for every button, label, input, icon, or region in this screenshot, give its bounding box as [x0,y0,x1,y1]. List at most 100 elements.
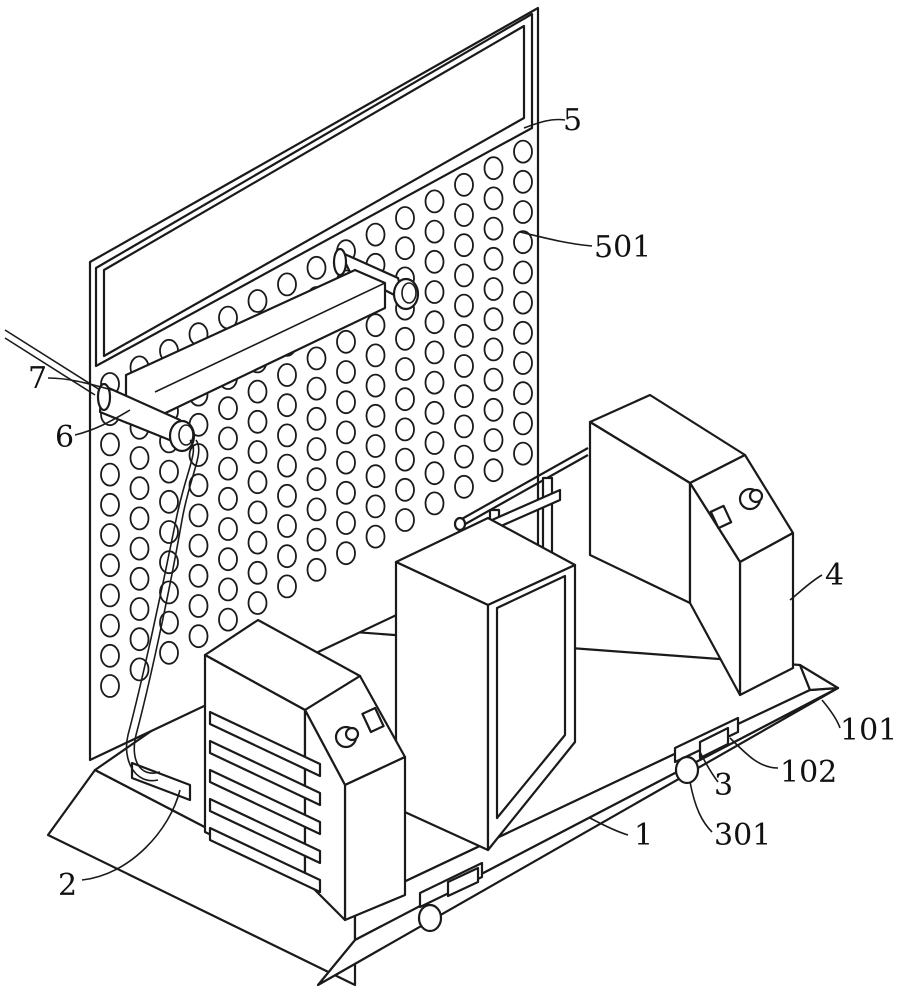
machine-right-side [688,481,742,697]
perforation-hole [247,500,268,525]
perforation-hole [129,627,150,652]
perforation-hole [336,329,356,354]
perforation-hole [336,511,356,535]
perforation-hole [218,486,238,511]
perforation-hole [100,553,120,578]
handle-bar-edge [459,447,589,521]
perforation-hole [513,139,533,164]
label-6: 6 [55,420,74,455]
machine-left [203,618,407,922]
perforation-hole [247,591,268,615]
perforation-hole [395,206,415,230]
perforation-hole [365,343,386,368]
perforation-hole [188,503,209,528]
leader-301 [689,781,713,833]
leader-1 [589,817,629,836]
perforation-hole [483,428,504,452]
perforation-hole [247,409,268,434]
perforation-hole [424,219,445,244]
machine-right-front [738,531,795,697]
lower-collar-inner [178,424,194,446]
vent-slat [208,768,322,836]
leader-lines [47,118,841,881]
perforation-hole [100,432,120,457]
crossbeam-edge [154,282,386,393]
handle-end-cap [453,516,467,532]
perforation-hole [188,563,209,588]
label-5: 5 [563,103,582,138]
knob-left-cap [344,726,360,742]
perforation-hole [395,357,415,381]
vent-slat [208,739,322,807]
perforation-hole [277,423,297,448]
leader-4 [789,574,823,601]
switch-right [709,504,733,530]
label-102: 102 [780,755,837,790]
perforation-hole [336,450,356,475]
handle-bar [459,454,589,528]
perforation-hole [395,477,415,502]
perforation-hole [277,544,297,569]
perforation-hole [424,431,445,455]
perforation-hole [188,594,209,618]
perforation-hole [218,607,238,632]
perforation-hole [159,459,179,484]
machine-right [588,393,795,697]
perforation-hole [277,272,297,297]
perforation-hole [159,640,179,665]
perforation-hole [483,397,504,422]
vent-slat [208,710,322,778]
perforation-hole [483,367,504,392]
perforation-hole [483,246,504,271]
label-1: 1 [634,818,653,853]
perforation-hole [424,400,445,425]
perforation-hole [277,393,297,418]
perforation-hole [129,536,150,561]
upper-collar-inner [401,282,417,304]
perforation-hole [454,323,474,348]
perforation-hole [306,527,327,552]
perforation-hole [513,381,533,406]
perforation-hole [454,384,474,409]
pull-cord-edge [4,337,96,396]
post-back [541,476,554,558]
vent-slat [208,826,322,894]
perforation-hole [483,186,504,211]
perforation-hole [395,417,415,442]
perforation-hole [424,461,445,486]
perforation-hole [277,574,297,599]
perforation-hole [218,396,238,421]
perforation-hole [365,464,386,489]
perforation-hole [129,446,150,470]
perforation-hole [424,370,445,395]
perforation-hole [483,337,504,362]
perforation-hole [513,260,533,285]
perforation-hole [129,476,150,501]
perforation-hole [513,441,533,466]
perforation-hole [100,523,120,547]
perforation-hole [188,533,209,558]
perforation-hole [454,233,474,258]
perforation-hole [218,456,238,481]
perforation-hole [100,492,120,517]
perforation-hole [159,489,179,514]
perforation-hole [483,458,504,483]
perforation-hole [513,411,533,436]
wheel-left [417,903,443,933]
perforation-hole [483,156,504,181]
platform-side-tip [798,663,840,692]
perforation-hole [188,624,209,649]
perforation-hole [247,440,268,464]
perforation-hole [365,403,386,428]
machine-left-vents [208,710,322,894]
perforation-hole [424,189,445,214]
perforation-hole [247,379,268,404]
perforation-hole [395,447,415,472]
perforation-hole [129,597,150,621]
perforation-hole [365,222,386,247]
center-housing-left [394,560,490,852]
wheel-right [674,755,700,785]
perforation-hole [513,200,533,224]
lower-collar [168,419,196,453]
